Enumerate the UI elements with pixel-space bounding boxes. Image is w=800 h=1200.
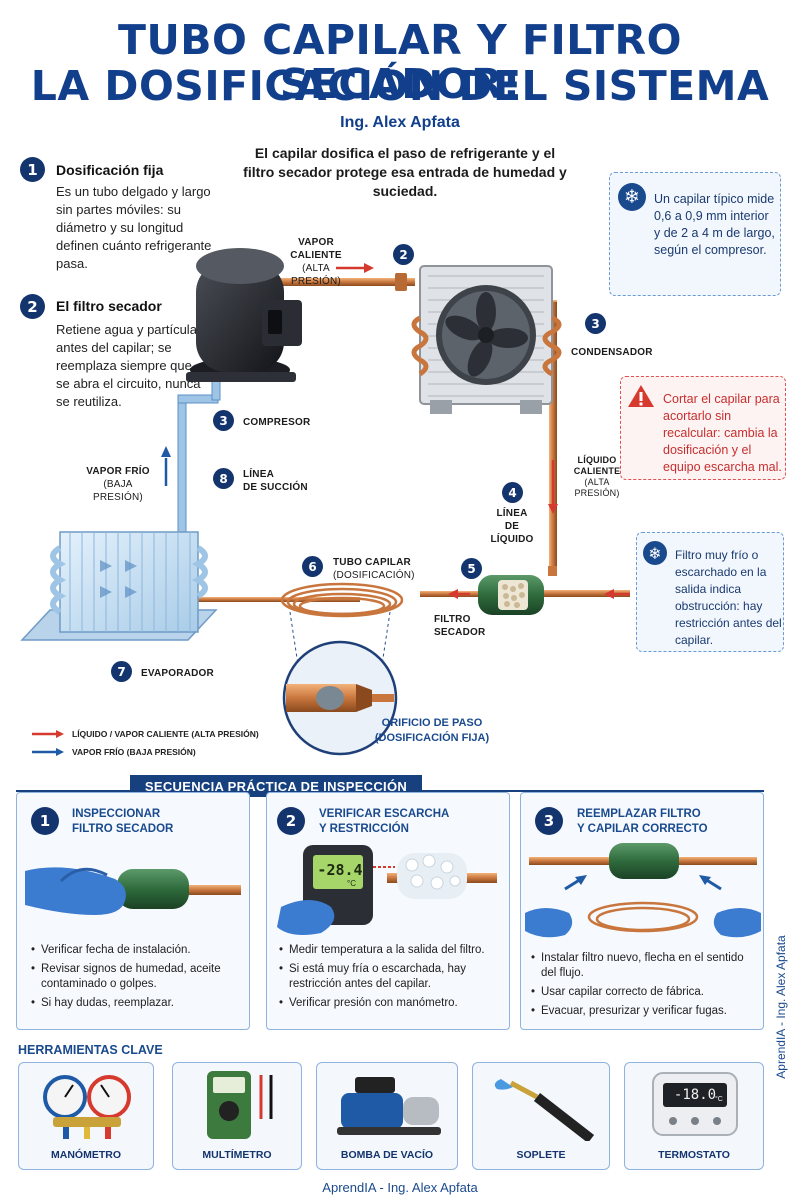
tool-bomba-vacio: BOMBA DE VACÍO	[316, 1062, 458, 1170]
author: Ing. Alex Apfata	[340, 114, 460, 131]
step-2-illustration	[277, 845, 497, 935]
title-line-2: LA DOSIFICACIÓN DEL SISTEMA	[30, 62, 770, 110]
note-filtro-frio-text: Filtro muy frío o escarchado en la salid…	[675, 548, 782, 647]
tool-manometro: MANÓMETRO	[18, 1062, 154, 1170]
tool-soplete: SOPLETE	[472, 1062, 610, 1170]
refrigeration-diagram	[20, 248, 630, 756]
tool-termostato: -18.0 °C TERMOSTATO	[624, 1062, 764, 1170]
vapor-caliente-label: VAPOR CALIENTE(ALTA PRESIÓN)	[290, 237, 342, 287]
vapor-frio-label: VAPOR FRÍO(BAJA PRESIÓN)	[86, 466, 150, 503]
warning-icon	[628, 385, 654, 407]
liquid-line-pipe	[549, 330, 557, 570]
note-cortar-capilar: Cortar el capilar para acortarlo sin rec…	[620, 376, 786, 480]
note-cortar-capilar-text: Cortar el capilar para acortarlo sin rec…	[663, 392, 782, 474]
vacuum-pump-icon	[337, 1077, 441, 1135]
condensador-label: CONDENSADOR	[571, 347, 653, 358]
badge-4: 4	[502, 482, 523, 503]
step-3-bullets: Instalar filtro nuevo, flecha en el sent…	[531, 951, 759, 1023]
side-credit: AprendIA - Ing. Alex Apfata	[774, 935, 788, 1079]
evaporador-label: EVAPORADOR	[141, 668, 214, 679]
badge-3-compresor: 3	[213, 410, 234, 431]
step-2-badge: 2	[277, 807, 305, 835]
step-1-badge: 1	[31, 807, 59, 835]
badge-5: 5	[461, 558, 482, 579]
compresor-label: COMPRESOR	[243, 417, 311, 428]
orificio-label: ORIFICIO DE PASO(DOSIFICACIÓN FIJA)	[374, 717, 490, 744]
snowflake-icon: ❄	[643, 541, 667, 565]
condenser	[411, 265, 562, 414]
step-1-illustration	[25, 867, 241, 915]
suction-line	[177, 397, 187, 549]
title-line-1: TUBO CAPILAR Y FILTRO SECADOR:	[118, 16, 682, 108]
legend-hot: LÍQUIDO / VAPOR CALIENTE (ALTA PRESIÓN)	[72, 729, 259, 739]
sequence-banner: SECUENCIA PRÁCTICA DE INSPECCIÓN	[130, 775, 422, 797]
section-2-text: Retiene agua y partículas antes del capi…	[56, 322, 204, 409]
torch-icon	[494, 1079, 595, 1141]
snowflake-icon: ❄	[618, 183, 646, 211]
intro-text: El capilar dosifica el paso de refrigera…	[243, 145, 567, 199]
footer-credit: AprendIA - Ing. Alex Apfata	[322, 1180, 478, 1195]
compressor	[186, 248, 302, 382]
note-capilar-tipico-text: Un capilar típico mide 0,6 a 0,9 mm inte…	[654, 192, 775, 257]
section-2-badge: 2	[20, 294, 45, 319]
step-3-badge: 3	[535, 807, 563, 835]
tubo-capilar-label: TUBO CAPILAR(DOSIFICACIÓN)	[333, 557, 415, 581]
tool-termostato-label: TERMOSTATO	[658, 1149, 730, 1161]
evaporator	[20, 531, 218, 641]
badge-8: 8	[213, 468, 234, 489]
badge-6: 6	[302, 556, 323, 577]
capillary-coil	[280, 582, 404, 618]
legend-cold: VAPOR FRÍO (BAJA PRESIÓN)	[72, 747, 196, 757]
multimeter-icon	[207, 1071, 273, 1139]
tool-multimetro-label: MULTÍMETRO	[202, 1149, 272, 1161]
thermostat-unit: °C	[715, 1096, 723, 1103]
step-2-bullets: Medir temperatura a la salida del filtro…	[279, 943, 503, 1015]
tool-multimetro: MULTÍMETRO	[172, 1062, 302, 1170]
tools-heading: HERRAMIENTAS CLAVE	[18, 1043, 163, 1057]
discharge-pipe	[255, 278, 415, 286]
thermostat-icon	[652, 1072, 738, 1136]
note-capilar-tipico: ❄ Un capilar típico mide 0,6 a 0,9 mm in…	[609, 172, 781, 296]
thermostat-reading: -18.0	[673, 1087, 717, 1103]
capillary-tube	[190, 597, 360, 602]
thermometer-reading: -28.4	[317, 861, 363, 879]
manometer-icon	[43, 1075, 131, 1139]
filter-drier	[478, 575, 544, 615]
section-2-heading: El filtro secador	[56, 298, 162, 314]
note-filtro-frio: ❄ Filtro muy frío o escarchado en la sal…	[636, 532, 784, 652]
tool-manometro-label: MANÓMETRO	[51, 1149, 121, 1161]
step-3-illustration	[525, 843, 761, 938]
section-1: 1	[20, 157, 45, 182]
badge-3-condensador: 3	[585, 313, 606, 334]
section-1-text: Es un tubo delgado y largo sin partes mó…	[56, 184, 212, 271]
badge-2: 2	[393, 244, 414, 265]
section-1-heading: Dosificación fija	[56, 162, 164, 178]
tool-soplete-label: SOPLETE	[516, 1149, 566, 1161]
section-1-badge: 1	[20, 157, 45, 182]
badge-7: 7	[111, 661, 132, 682]
thermometer-unit: °C	[347, 879, 356, 888]
tool-bomba-vacio-label: BOMBA DE VACÍO	[340, 1149, 434, 1161]
step-1-bullets: Verificar fecha de instalación. Revisar …	[31, 943, 245, 1015]
section-2: 2	[20, 294, 45, 319]
